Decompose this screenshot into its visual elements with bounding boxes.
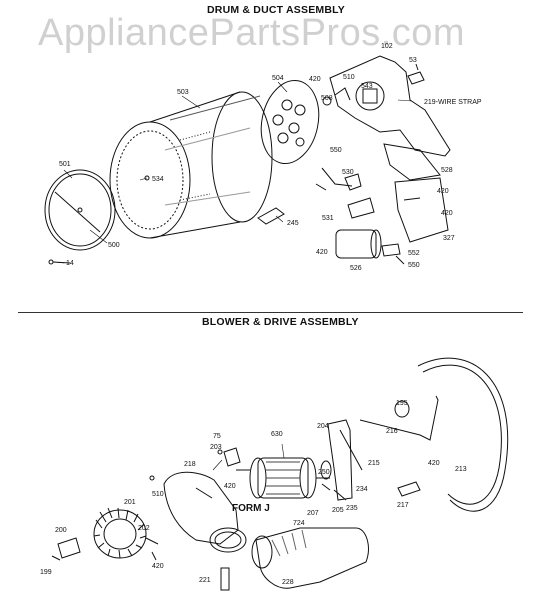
label-202: 202 (138, 525, 150, 532)
label-501: 501 (59, 161, 71, 168)
label-510-blower: 510 (152, 491, 164, 498)
form-j-label: FORM J (232, 503, 270, 514)
label-201: 201 (124, 499, 136, 506)
label-724: 724 (293, 520, 305, 527)
capacitor-526 (335, 229, 382, 259)
label-630: 630 (271, 431, 283, 438)
drum-back-504 (260, 80, 320, 164)
label-203: 203 (210, 444, 222, 451)
label-216: 216 (386, 428, 398, 435)
drum-part-labels: 503 504 501 534 500 14 245 420 510 543 1… (59, 43, 482, 272)
label-552: 552 (408, 250, 420, 257)
blower-housing-218 (163, 471, 247, 553)
label-420-blower-c: 420 (152, 563, 164, 570)
label-245: 245 (287, 220, 299, 227)
label-420-blower-b: 420 (428, 460, 440, 467)
label-204: 204 (317, 423, 329, 430)
label-526: 526 (350, 265, 362, 272)
label-200: 200 (55, 527, 67, 534)
label-327: 327 (443, 235, 455, 242)
label-500: 500 (108, 242, 120, 249)
blower-drive-title: BLOWER & DRIVE ASSEMBLY (202, 316, 359, 328)
label-221: 221 (199, 577, 211, 584)
label-528: 528 (441, 167, 453, 174)
label-510: 510 (343, 74, 355, 81)
blower-part-labels: 195 216 75 630 204 203 420 218 250 215 4… (40, 400, 467, 586)
label-504: 504 (272, 75, 284, 82)
label-205: 205 (332, 507, 344, 514)
label-215: 215 (368, 460, 380, 467)
watermark-text: AppliancePartsPros.com (38, 12, 466, 54)
label-235: 235 (346, 505, 358, 512)
label-420a: 420 (309, 76, 321, 83)
label-543: 543 (361, 83, 373, 90)
drum-duct-title: DRUM & DUCT ASSEMBLY (207, 4, 345, 16)
label-234: 234 (356, 486, 368, 493)
label-420d: 420 (316, 249, 328, 256)
label-207: 207 (307, 510, 319, 517)
label-218: 218 (184, 461, 196, 468)
label-228: 228 (282, 579, 294, 586)
label-534: 534 (152, 176, 164, 183)
label-503: 503 (177, 89, 189, 96)
label-420-blower-a: 420 (224, 483, 236, 490)
label-195: 195 (396, 400, 408, 407)
front-ring-501 (44, 169, 116, 251)
exhaust-duct-228 (251, 527, 369, 589)
section-divider (18, 312, 523, 313)
label-14: 14 (66, 260, 74, 267)
motor-630 (236, 457, 330, 499)
label-420b: 420 (437, 188, 449, 195)
label-531: 531 (322, 215, 334, 222)
duct-housing-102 (329, 55, 451, 157)
label-wire-strap: 219-WIRE STRAP (424, 99, 482, 106)
label-53: 53 (409, 57, 417, 64)
label-550b: 550 (408, 262, 420, 269)
drum-503 (109, 91, 273, 239)
label-420c: 420 (441, 210, 453, 217)
drive-belt-213 (417, 357, 509, 512)
label-530: 530 (342, 169, 354, 176)
label-213: 213 (455, 466, 467, 473)
impeller-201 (93, 507, 147, 559)
label-550a: 550 (330, 147, 342, 154)
label-217: 217 (397, 502, 409, 509)
label-508: 508 (321, 95, 333, 102)
label-102: 102 (381, 43, 393, 50)
label-250: 250 (318, 469, 330, 476)
pad-245 (257, 207, 285, 225)
label-199: 199 (40, 569, 52, 576)
label-75: 75 (213, 433, 221, 440)
